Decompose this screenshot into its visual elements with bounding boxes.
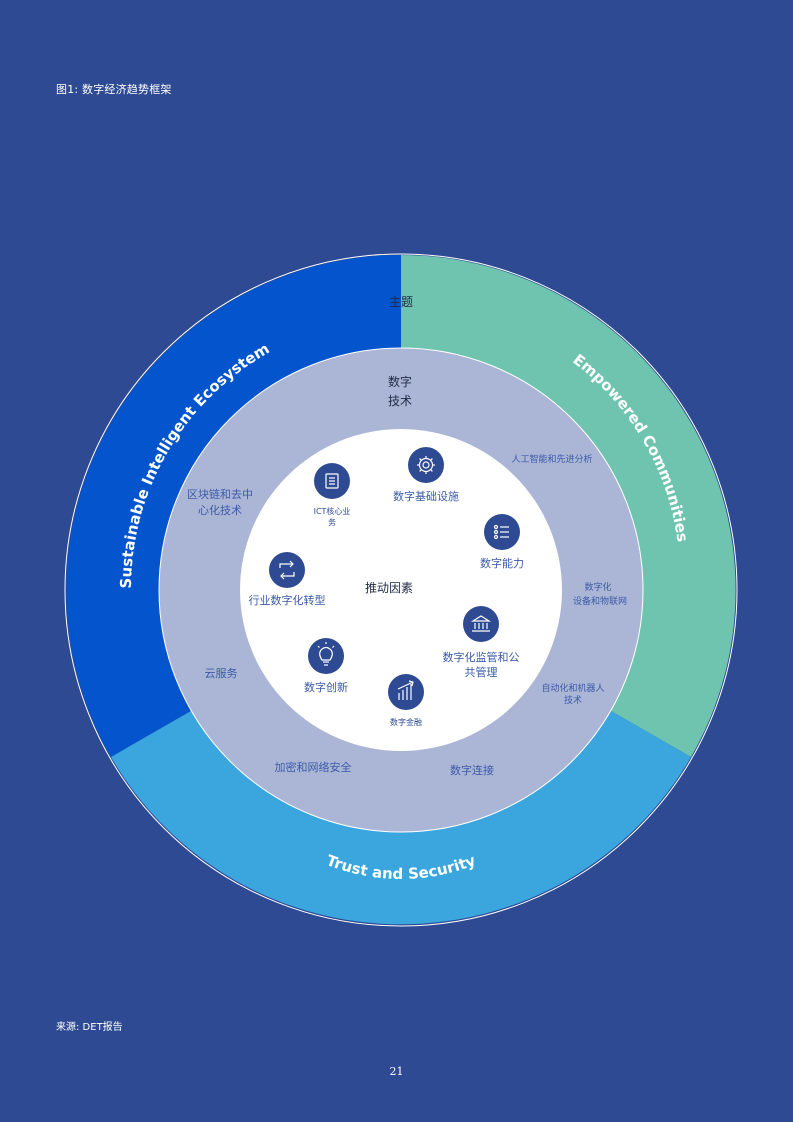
tech-devices-iot-line1: 数字化: [584, 581, 611, 593]
enabler-label-line1: ICT核心业: [314, 506, 351, 516]
tech-digital-connectivity: 数字连接: [450, 763, 494, 777]
tech-blockchain-line2: 心化技术: [198, 503, 242, 517]
enablers-center-label: 推动因素: [365, 581, 413, 595]
enabler-label: 数字基础设施: [393, 489, 459, 503]
enabler-digital-capability: 数字能力: [480, 514, 524, 570]
figure-caption: 图1: 数字经济趋势框架: [56, 83, 172, 96]
gear-icon: [417, 456, 435, 474]
enabler-label: 数字创新: [304, 680, 348, 694]
enabler-digital-regulation: 数字化监管和公 共管理: [443, 606, 520, 679]
theme-center-label: 主题: [389, 295, 413, 309]
enabler-label: 行业数字化转型: [249, 593, 326, 607]
tech-ai-analytics: 人工智能和先进分析: [511, 453, 592, 465]
enabler-label-line2: 务: [328, 517, 336, 527]
enabler-digital-infrastructure: 数字基础设施: [393, 447, 459, 503]
document-icon: [325, 473, 339, 489]
page-number: 21: [389, 1065, 404, 1078]
technology-center-label-line2: 技术: [388, 394, 412, 408]
tech-automation-robotics-line1: 自动化和机器人: [541, 682, 604, 694]
tech-devices-iot-line2: 设备和物联网: [573, 595, 627, 607]
enabler-label-line1: 数字化监管和公: [443, 650, 520, 664]
list-icon: [493, 524, 509, 540]
enabler-label: 数字能力: [480, 556, 524, 570]
enabler-industry-transformation: 行业数字化转型: [249, 552, 326, 607]
enabler-label-line2: 共管理: [465, 665, 498, 679]
enabler-label: 数字金融: [390, 717, 422, 727]
source-note: 来源: DET报告: [56, 1022, 123, 1033]
tech-encryption-security: 加密和网络安全: [275, 760, 352, 774]
enabler-digital-innovation: 数字创新: [304, 638, 348, 694]
enabler-ict-core-business: ICT核心业 务: [314, 463, 351, 527]
government-building-icon: [470, 615, 492, 632]
tech-cloud-services: 云服务: [205, 667, 238, 680]
enabler-digital-finance: 数字金融: [388, 674, 424, 727]
tech-blockchain-line1: 区块链和去中: [187, 487, 253, 501]
transform-arrows-icon: [279, 560, 295, 580]
lightbulb-icon: [317, 642, 335, 666]
tech-automation-robotics-line2: 技术: [564, 694, 582, 706]
technology-center-label-line1: 数字: [388, 374, 412, 389]
finance-chart-icon: [397, 680, 414, 700]
